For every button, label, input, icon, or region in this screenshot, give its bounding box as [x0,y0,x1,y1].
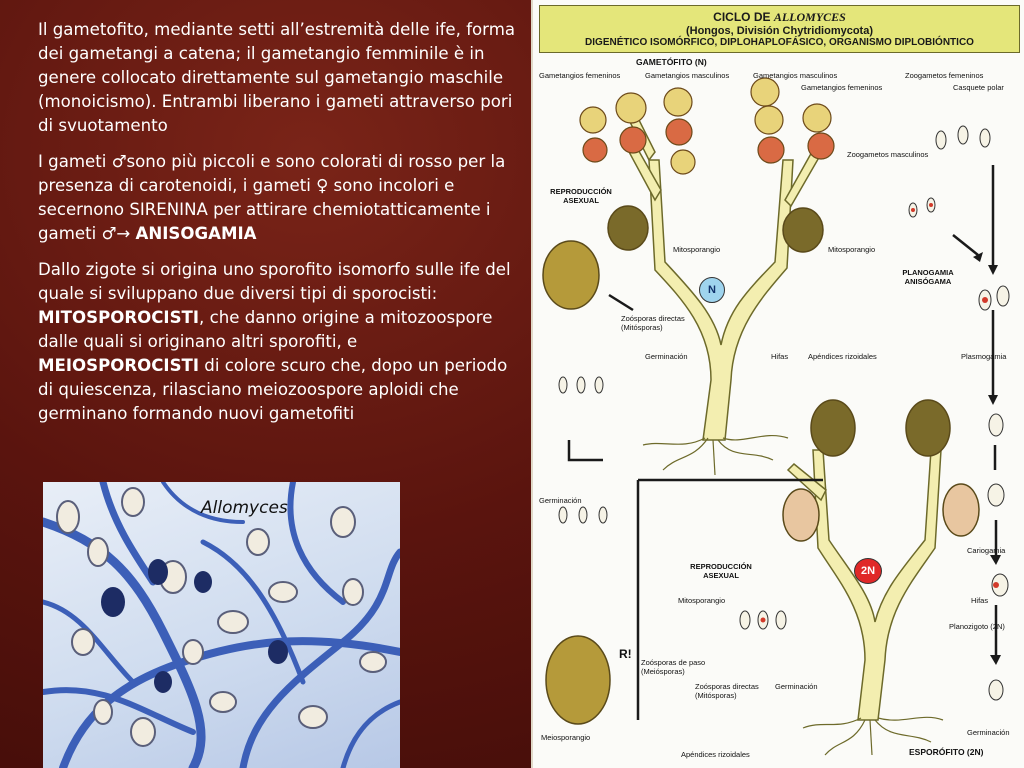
life-cycle-diagram: CICLO DE ALLOMYCES (Hongos, División Chy… [531,0,1024,768]
life-cycle-illustration [542,77,1010,756]
label-zoogametos-masculinos: Zoogametos masculinos [847,150,929,159]
label-meiosporangio: Meiosporangio [541,733,591,742]
paragraph-sporophyte: Dallo zigote si origina uno sporofito is… [38,260,511,423]
label-germinacion-3: Germinación [775,682,818,691]
label-gametangios-femeninos: Gametangios femeninos [539,71,621,80]
label-hifas-2: Hifas [971,596,989,605]
label-apendices-rizoidales-1: Apéndices rizoidales [808,352,877,361]
label-casquete-polar: Casquete polar [953,83,1004,92]
label-germinacion-1: Germinación [645,352,688,361]
label-r-mark: R! [619,647,632,661]
label-reproduccion-asexual-2: REPRODUCCIÓN ASEXUAL [690,562,752,580]
photo-caption: Allomyces [201,498,288,518]
label-zoosporas-directas-1: Zoósporas directas (Mitósporas) [621,314,685,332]
diagram-classification: DIGENÉTICO ISOMÓRFICO, DIPLOHAPLOFÁSICO,… [585,37,974,48]
label-mitosporangio-2: Mitosporangio [828,245,876,254]
label-gametangios-masculinos-2: Gametangios masculinos [753,71,838,80]
label-plasmogamia: Plasmogamia [961,352,1007,361]
paragraph-gametes: I gameti ♂sono più piccoli e sono colora… [38,152,506,243]
body-text: Il gametofito, mediante setti all’estrem… [38,18,523,438]
label-esporofito: ESPORÓFITO (2N) [909,747,984,757]
label-reproduccion-asexual-1: REPRODUCCIÓN ASEXUAL [550,187,612,205]
label-zoosporas-directas-2: Zoósporas directas (Mitósporas) [695,682,759,700]
diagram-title: CICLO DE ALLOMYCES [713,10,846,24]
label-gametangios-femeninos-2: Gametangios femeninos [801,83,883,92]
micrograph-illustration [43,482,400,768]
label-mitosporangio-3: Mitosporangio [678,596,726,605]
label-gametofito: GAMETÓFITO (N) [636,57,707,67]
label-germinacion-2: Germinación [539,496,582,505]
label-apendices-rizoidales-2: Apéndices rizoidales [681,750,750,759]
arrow-right-icon: → [116,224,136,243]
paragraph-gametophyte: Il gametofito, mediante setti all’estrem… [38,20,516,135]
diploid-badge: 2N [854,558,882,584]
mitosporocisti-term: MITOSPOROCISTI [38,308,200,327]
label-cariogamia: Cariogamia [967,546,1006,555]
label-germinacion-4: Germinación [967,728,1010,737]
label-mitosporangio-1: Mitosporangio [673,245,721,254]
label-hifas-1: Hifas [771,352,789,361]
diagram-header: CICLO DE ALLOMYCES (Hongos, División Chy… [539,5,1020,53]
allomyces-micrograph: Allomyces [43,482,400,768]
label-planogamia: PLANOGAMIA ANISÓGAMA [902,268,954,286]
label-zoogametos-femeninos: Zoogametos femeninos [905,71,984,80]
meiosporocisti-term: MEIOSPOROCISTI [38,356,200,375]
anisogamia-term: ANISOGAMIA [135,224,257,243]
label-zoosporas-paso: Zoósporas de paso (Meiósporas) [641,658,706,676]
label-gametangios-masculinos-1: Gametangios masculinos [645,71,730,80]
haploid-badge: N [699,277,725,303]
label-planozigoto: Planozigoto (2N) [949,622,1005,631]
diagram-subtitle: (Hongos, División Chytridiomycota) [685,25,873,37]
